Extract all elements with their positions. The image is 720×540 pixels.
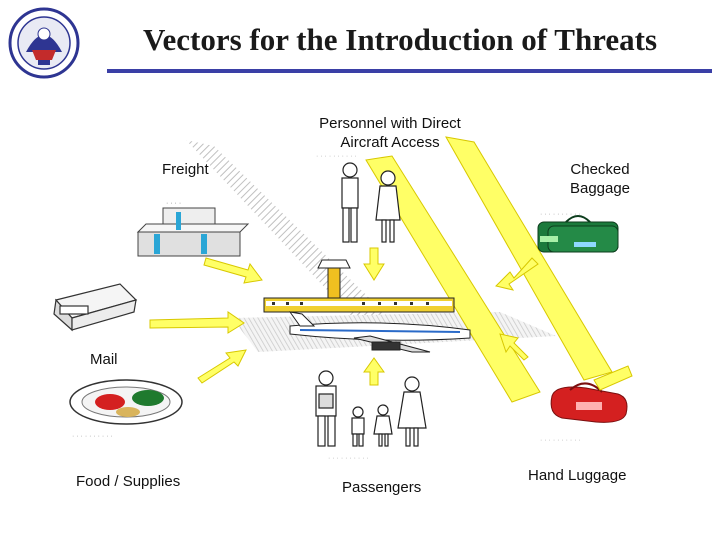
freight-boxes-icon: · · · · xyxy=(136,200,250,257)
checked-baggage-beam xyxy=(445,136,613,381)
title-rule xyxy=(107,69,712,73)
food-supplies-label: Food / Supplies xyxy=(76,473,181,490)
mail-icon xyxy=(53,283,138,332)
checked-baggage-label-line2: Baggage xyxy=(569,180,631,197)
seal-icon xyxy=(8,7,80,79)
hand-luggage-label: Hand Luggage xyxy=(528,467,627,484)
page-title: Vectors for the Introduction of Threats xyxy=(142,22,658,57)
aircraft-icon xyxy=(288,311,471,353)
personnel-label-line1: Personnel with Direct xyxy=(319,115,461,132)
airport-tower-icon xyxy=(263,259,455,313)
personnel-figures-icon: · · · · · · · · · · xyxy=(316,153,401,243)
hand-bag-icon: · · · · · · · · · · xyxy=(540,365,633,444)
arrows xyxy=(149,247,539,386)
checked-baggage-label-line1: Checked xyxy=(570,161,630,178)
family-figures-icon: · · · · · · · · · · xyxy=(315,370,427,462)
personnel-label-line2: Aircraft Access xyxy=(340,134,440,151)
personnel-beam xyxy=(365,155,541,403)
freight-label: Freight xyxy=(162,161,209,178)
svg-text:· · · ·: · · · · xyxy=(166,200,181,207)
personnel-label: Personnel with Direct Aircraft Access xyxy=(290,114,490,152)
checked-baggage-label: Checked Baggage xyxy=(548,160,652,198)
passengers-label: Passengers xyxy=(342,479,422,496)
mail-label: Mail xyxy=(90,351,118,368)
checked-bag-icon: · · · · · · · · · · xyxy=(537,211,619,253)
freight-beam xyxy=(186,140,404,342)
svg-text:· · · · · · · · · ·: · · · · · · · · · · xyxy=(72,433,113,440)
food-plate-icon: · · · · · · · · · · xyxy=(69,379,183,440)
svg-text:· · · · · · · · · ·: · · · · · · · · · · xyxy=(316,153,357,160)
svg-text:· · · · · · · · · ·: · · · · · · · · · · xyxy=(328,455,369,462)
svg-text:· · · · · · · · · ·: · · · · · · · · · · xyxy=(540,211,581,218)
svg-text:· · · · · · · · · ·: · · · · · · · · · · xyxy=(540,437,581,444)
